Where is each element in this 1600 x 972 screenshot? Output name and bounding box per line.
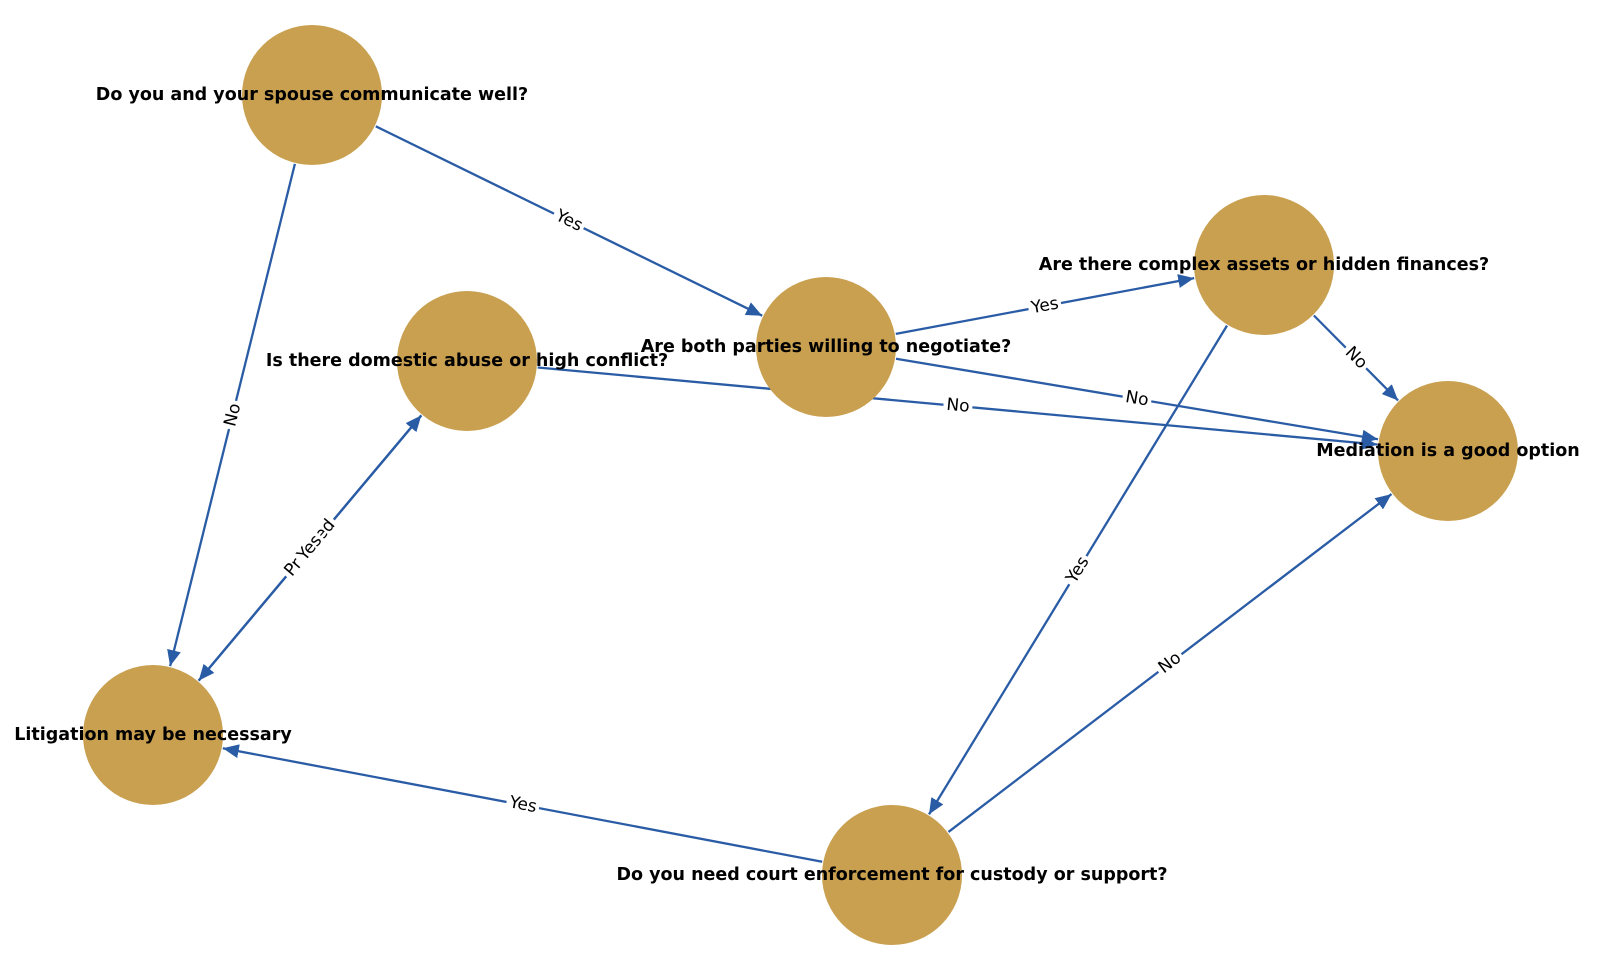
node-litigation-circle	[83, 665, 223, 805]
node-domestic_abuse-circle	[397, 291, 537, 431]
node-negotiate-label: Are both parties willing to negotiate?	[640, 337, 1012, 357]
node-court_enforcement-circle	[822, 805, 962, 945]
node-complex_assets-label: Are there complex assets or hidden finan…	[1038, 255, 1490, 275]
node-domestic_abuse-label: Is there domestic abuse or high conflict…	[265, 351, 669, 371]
node-complex_assets-circle	[1194, 195, 1334, 335]
node-mediation-label: Mediation is a good option	[1316, 441, 1580, 461]
edge-label-domestic_abuse-to-mediation: No	[941, 393, 974, 419]
node-court_enforcement-label: Do you need court enforcement for custod…	[616, 865, 1168, 885]
node-communicate-circle	[242, 25, 382, 165]
node-litigation-label: Litigation may be necessary	[14, 725, 292, 745]
node-mediation-circle	[1378, 381, 1518, 521]
node-negotiate-circle	[756, 277, 896, 417]
node-communicate-label: Do you and your spouse communicate well?	[95, 85, 529, 105]
